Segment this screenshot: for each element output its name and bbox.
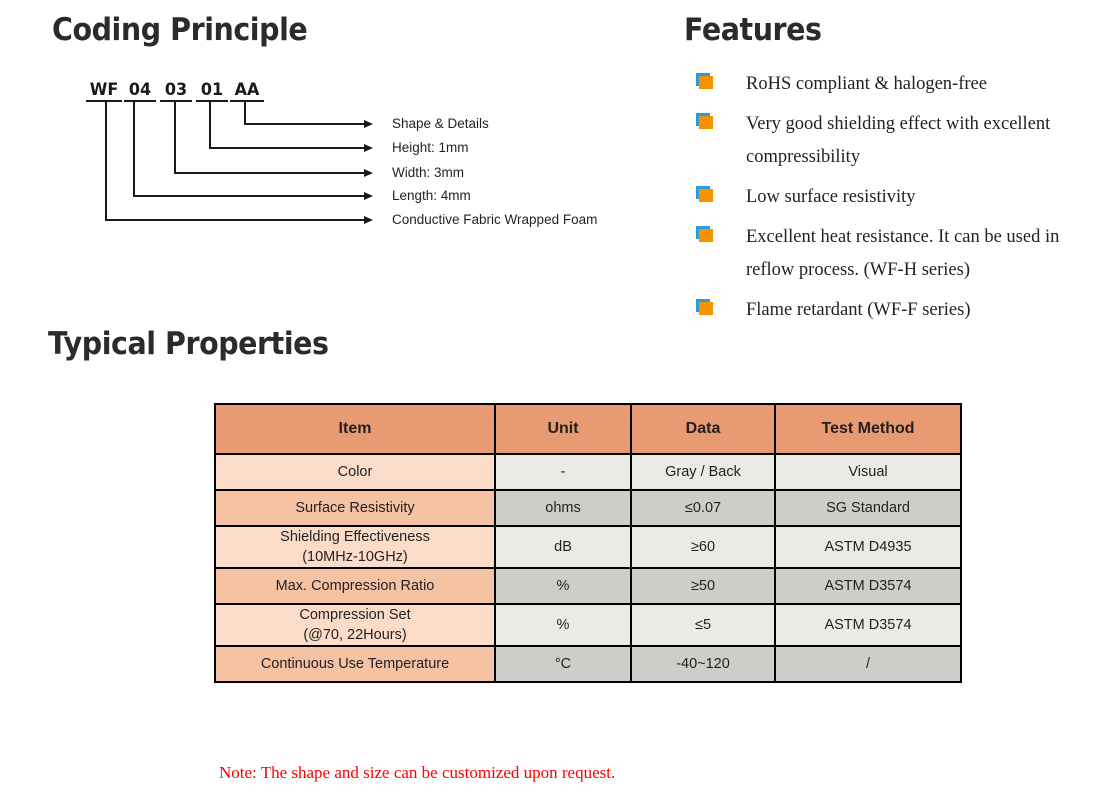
column-header-unit: Unit (494, 403, 632, 455)
orange-square-bullet-icon (696, 113, 718, 133)
cell-method: / (774, 645, 962, 683)
coding-principle-diagram: WF 04 03 01 AA Shape & Details Height: 1… (0, 0, 680, 250)
code-label-length: Length: 4mm (392, 188, 471, 203)
code-underline-height (196, 100, 228, 102)
cell-item: Compression Set (@70, 22Hours) (214, 603, 496, 647)
arrow-head-width (364, 168, 373, 177)
code-label-material: Conductive Fabric Wrapped Foam (392, 212, 598, 227)
cell-method: ASTM D3574 (774, 603, 962, 647)
cell-method: ASTM D4935 (774, 525, 962, 569)
cell-data: -40~120 (630, 645, 776, 683)
code-underline-wf (86, 100, 122, 102)
arrow-head-shape (364, 119, 373, 128)
typical-properties-table: Item Unit Data Test Method Color - Gray … (214, 403, 962, 683)
table-row: Compression Set (@70, 22Hours) % ≤5 ASTM… (214, 603, 962, 647)
page-title-typical-properties: Typical Properties (48, 326, 329, 362)
cell-unit: ohms (494, 489, 632, 527)
arrow-head-material (364, 215, 373, 224)
cell-data: ≥50 (630, 567, 776, 605)
code-underline-shape (230, 100, 264, 102)
orange-square-bullet-icon (696, 186, 718, 206)
cell-item-line2: (@70, 22Hours) (303, 627, 407, 643)
code-segment-width: 03 (164, 80, 188, 100)
table-row: Surface Resistivity ohms ≤0.07 SG Standa… (214, 489, 962, 527)
code-label-height: Height: 1mm (392, 140, 469, 155)
leader-hline-height (209, 147, 366, 149)
code-segment-shape: AA (234, 80, 260, 100)
arrow-head-height (364, 143, 373, 152)
cell-unit: °C (494, 645, 632, 683)
leader-vline-height (209, 100, 211, 149)
code-segment-height: 01 (200, 80, 224, 100)
leader-hline-width (174, 172, 366, 174)
orange-square-bullet-icon (696, 299, 718, 319)
table-row: Max. Compression Ratio % ≥50 ASTM D3574 (214, 567, 962, 605)
cell-item: Color (214, 453, 496, 491)
code-underline-width (160, 100, 192, 102)
column-header-data: Data (630, 403, 776, 455)
page-title-features: Features (684, 12, 822, 48)
table-row: Continuous Use Temperature °C -40~120 / (214, 645, 962, 683)
cell-data: ≤0.07 (630, 489, 776, 527)
orange-square-bullet-icon (696, 226, 718, 246)
cell-item: Max. Compression Ratio (214, 567, 496, 605)
leader-vline-material (105, 100, 107, 221)
cell-item: Continuous Use Temperature (214, 645, 496, 683)
leader-hline-shape (244, 123, 366, 125)
cell-unit: dB (494, 525, 632, 569)
leader-vline-shape (244, 100, 246, 125)
cell-item-line2: (10MHz-10GHz) (302, 549, 408, 565)
feature-text: Excellent heat resistance. It can be use… (746, 227, 1060, 280)
leader-hline-material (105, 219, 366, 221)
cell-method: ASTM D3574 (774, 567, 962, 605)
cell-data: ≥60 (630, 525, 776, 569)
arrow-head-length (364, 191, 373, 200)
code-segment-length: 04 (128, 80, 152, 100)
table-note: Note: The shape and size can be customiz… (219, 763, 616, 782)
cell-unit: % (494, 567, 632, 605)
code-label-shape: Shape & Details (392, 116, 489, 131)
cell-unit: - (494, 453, 632, 491)
features-list: RoHS compliant & halogen-free Very good … (696, 68, 1106, 334)
cell-method: Visual (774, 453, 962, 491)
cell-method: SG Standard (774, 489, 962, 527)
code-segment-wf: WF (89, 80, 119, 100)
list-item: Flame retardant (WF-F series) (696, 294, 1106, 327)
leader-vline-length (133, 100, 135, 197)
cell-item: Shielding Effectiveness (10MHz-10GHz) (214, 525, 496, 569)
page-title-coding-principle: Coding Principle (52, 12, 308, 48)
table-row: Color - Gray / Back Visual (214, 453, 962, 491)
cell-data: ≤5 (630, 603, 776, 647)
cell-unit: % (494, 603, 632, 647)
code-label-width: Width: 3mm (392, 165, 465, 180)
feature-text: Very good shielding effect with excellen… (746, 114, 1051, 167)
column-header-method: Test Method (774, 403, 962, 455)
feature-text: RoHS compliant & halogen-free (746, 74, 987, 94)
feature-text: Flame retardant (WF-F series) (746, 300, 971, 320)
cell-item-line1: Compression Set (299, 607, 411, 623)
list-item: RoHS compliant & halogen-free (696, 68, 1106, 101)
table-row: Shielding Effectiveness (10MHz-10GHz) dB… (214, 525, 962, 569)
cell-item: Surface Resistivity (214, 489, 496, 527)
cell-item-line1: Shielding Effectiveness (280, 529, 430, 545)
leader-vline-width (174, 100, 176, 174)
list-item: Very good shielding effect with excellen… (696, 108, 1106, 174)
column-header-item: Item (214, 403, 496, 455)
list-item: Excellent heat resistance. It can be use… (696, 221, 1106, 287)
cell-data: Gray / Back (630, 453, 776, 491)
code-underline-length (124, 100, 156, 102)
orange-square-bullet-icon (696, 73, 718, 93)
list-item: Low surface resistivity (696, 181, 1106, 214)
feature-text: Low surface resistivity (746, 187, 916, 207)
table-header-row: Item Unit Data Test Method (214, 403, 962, 455)
leader-hline-length (133, 195, 366, 197)
